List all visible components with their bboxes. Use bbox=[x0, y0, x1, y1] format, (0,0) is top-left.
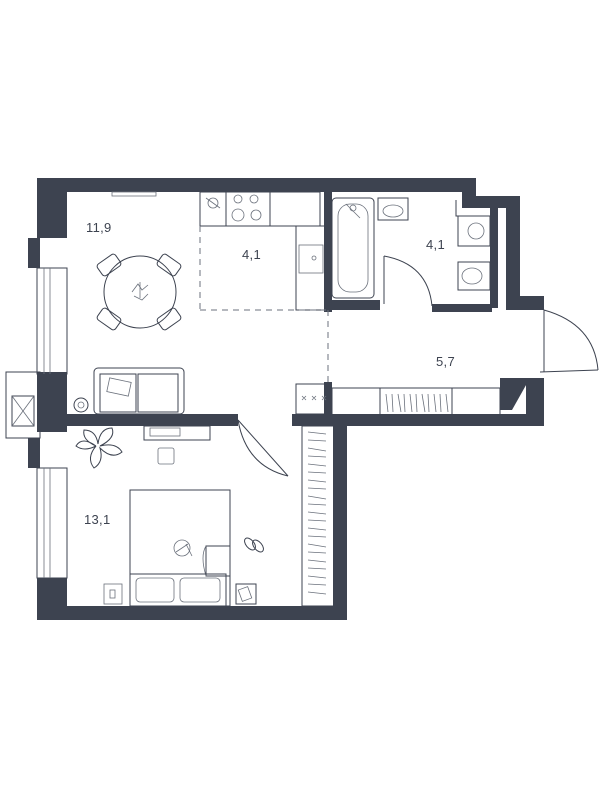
bedroom-wardrobe bbox=[301, 425, 335, 607]
window-bedroom bbox=[36, 467, 68, 579]
area-hall: 5,7 bbox=[436, 354, 455, 369]
shoe-cabinet bbox=[295, 383, 331, 415]
area-bathroom: 4,1 bbox=[426, 237, 445, 252]
nightstand-left bbox=[103, 583, 123, 605]
area-kitchen: 4,1 bbox=[242, 247, 261, 262]
kitchen-zone-boundary bbox=[199, 226, 326, 311]
desk bbox=[143, 425, 211, 465]
hall-wardrobe bbox=[331, 387, 501, 417]
bathroom-inner-wall bbox=[455, 200, 497, 304]
door-bedroom bbox=[237, 419, 289, 477]
washbasin bbox=[377, 197, 409, 221]
door-bathroom bbox=[383, 255, 433, 307]
area-bedroom: 13,1 bbox=[84, 512, 111, 527]
nightstand-right bbox=[235, 583, 257, 605]
window-living bbox=[36, 267, 68, 375]
house-plant bbox=[75, 427, 123, 469]
toilet bbox=[457, 215, 491, 291]
entrance-door bbox=[539, 309, 599, 373]
bathtub bbox=[331, 197, 375, 299]
floor-lamp bbox=[73, 397, 89, 413]
area-living: 11,9 bbox=[86, 220, 112, 235]
kitchen-counter bbox=[199, 191, 327, 311]
balcony-door bbox=[5, 371, 41, 439]
window-top bbox=[111, 191, 157, 197]
walls bbox=[28, 178, 544, 620]
sofa bbox=[93, 367, 185, 415]
slippers bbox=[244, 537, 264, 553]
dining-table bbox=[96, 253, 182, 331]
bed bbox=[129, 489, 231, 607]
